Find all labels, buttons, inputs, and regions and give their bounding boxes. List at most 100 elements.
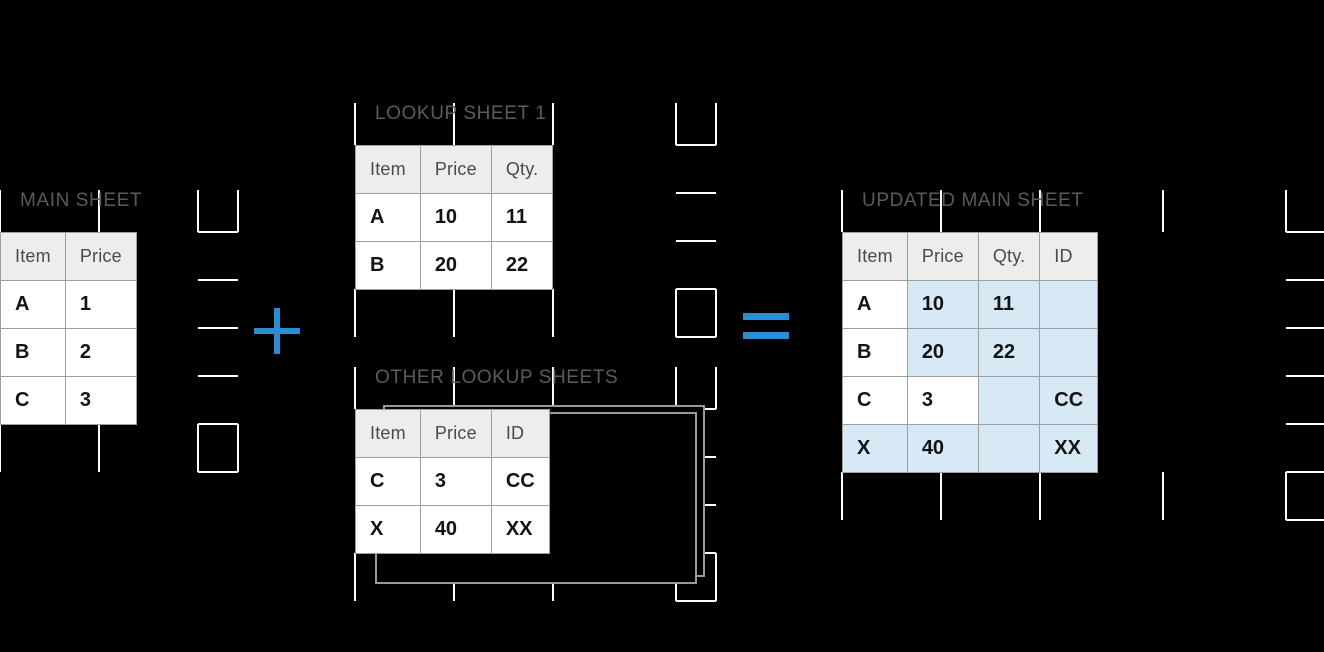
grid-line-vertical [453, 367, 455, 409]
grid-line-vertical [841, 472, 843, 520]
table-cell: 3 [906, 376, 979, 425]
grid-line-vertical [940, 472, 942, 520]
grid-line-horizontal [198, 327, 238, 329]
column-header-price: Price [419, 145, 492, 194]
grid-line-horizontal [1286, 231, 1324, 233]
grid-line-horizontal [198, 231, 238, 233]
table-cell: 11 [977, 280, 1041, 329]
plus-operator-icon [254, 308, 300, 354]
table-cell: 11 [490, 193, 554, 242]
table-cell [977, 424, 1041, 473]
table-cell: 2 [64, 328, 137, 377]
table-cell [977, 376, 1041, 425]
equals-top-bar [743, 313, 789, 320]
column-header-price: Price [906, 232, 979, 281]
table-cell: X [842, 424, 908, 473]
grid-line-vertical [453, 103, 455, 145]
grid-line-horizontal [676, 336, 716, 338]
grid-line-vertical [354, 289, 356, 337]
grid-line-vertical [715, 103, 717, 145]
equals-operator-icon [743, 308, 789, 344]
column-header-item: Item [842, 232, 908, 281]
grid-line-vertical [675, 103, 677, 145]
grid-line-vertical [237, 190, 239, 232]
table-cell: 22 [977, 328, 1041, 377]
grid-line-horizontal [198, 375, 238, 377]
grid-line-vertical [197, 190, 199, 232]
grid-line-vertical [453, 289, 455, 337]
equals-bottom-bar [743, 332, 789, 339]
column-header-qty: Qty. [977, 232, 1041, 281]
sheet-title-lookup1: LOOKUP SHEET 1 [375, 103, 547, 124]
sheet-title-other-lookups: OTHER LOOKUP SHEETS [375, 367, 619, 388]
grid-line-vertical [354, 553, 356, 601]
grid-line-vertical [354, 367, 356, 409]
grid-line-vertical [552, 289, 554, 337]
table-cell: XX [490, 505, 550, 554]
table-cell: CC [1039, 376, 1099, 425]
table-cell: B [0, 328, 66, 377]
column-header-qty: Qty. [490, 145, 554, 194]
table-cell: 3 [419, 457, 492, 506]
grid-line-vertical [1039, 190, 1041, 232]
table-cell: CC [490, 457, 550, 506]
table-cell: A [842, 280, 908, 329]
table-cell: 22 [490, 241, 554, 290]
table-cell: 10 [419, 193, 492, 242]
column-header-id: ID [490, 409, 550, 458]
table-cell: A [0, 280, 66, 329]
table-cell: B [355, 241, 421, 290]
grid-line-vertical [552, 367, 554, 409]
table-cell [1039, 328, 1099, 377]
sheet-title-updated-main: UPDATED MAIN SHEET [862, 190, 1084, 211]
sheet-title-main: MAIN SHEET [20, 190, 143, 211]
column-header-item: Item [355, 145, 421, 194]
grid-line-vertical [675, 289, 677, 337]
table-cell [1039, 280, 1099, 329]
grid-line-vertical [1162, 472, 1164, 520]
grid-line-horizontal [676, 192, 716, 194]
column-header-item: Item [0, 232, 66, 281]
plus-vertical-bar [274, 308, 280, 354]
grid-line-vertical [715, 553, 717, 601]
table-cell: 10 [906, 280, 979, 329]
grid-line-horizontal [198, 279, 238, 281]
grid-line-horizontal [1286, 279, 1324, 281]
grid-line-horizontal [676, 288, 716, 290]
table-cell: 1 [64, 280, 137, 329]
grid-line-vertical [1285, 190, 1287, 232]
table-cell: C [0, 376, 66, 425]
grid-line-horizontal [1286, 519, 1324, 521]
grid-line-vertical [197, 424, 199, 472]
table-cell: C [842, 376, 908, 425]
grid-line-vertical [98, 190, 100, 232]
grid-line-vertical [1285, 472, 1287, 520]
grid-line-vertical [0, 424, 1, 472]
table-cell: B [842, 328, 908, 377]
grid-line-horizontal [198, 423, 238, 425]
table-cell: 20 [419, 241, 492, 290]
grid-line-horizontal [198, 471, 238, 473]
table-cell: X [355, 505, 421, 554]
table-cell: 40 [419, 505, 492, 554]
grid-line-horizontal [1286, 423, 1324, 425]
table-cell: XX [1039, 424, 1099, 473]
grid-line-vertical [940, 190, 942, 232]
